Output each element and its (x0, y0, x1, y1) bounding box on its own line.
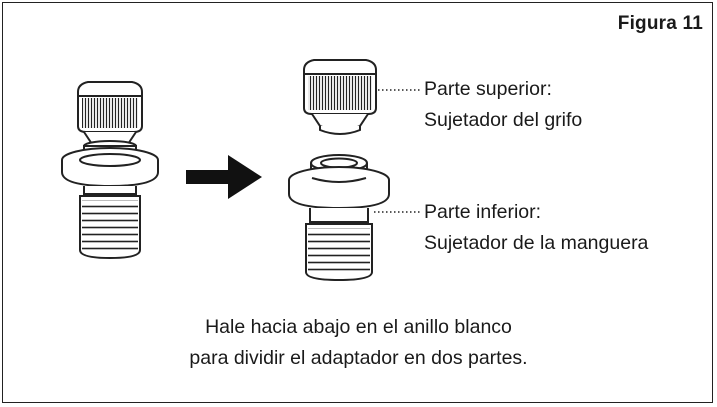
callout-top-line2: Sujetador del grifo (424, 109, 583, 131)
callout-bottom-line1: Parte inferior: (424, 201, 542, 223)
callout-bottom-part: Parte inferior: Sujetador de la manguera (424, 197, 648, 259)
caption-line2: para dividir el adaptador en dos partes. (189, 347, 528, 369)
caption-line1: Hale hacia abajo en el anillo blanco (205, 316, 512, 338)
hose-fastener-icon (288, 154, 390, 282)
figure-frame (2, 2, 713, 403)
callout-top-part: Parte superior: Sujetador del grifo (424, 74, 582, 136)
arrow-right-icon (186, 155, 262, 199)
callout-bottom-line2: Sujetador de la manguera (424, 232, 649, 254)
caption: Hale hacia abajo en el anillo blanco par… (0, 312, 717, 374)
assembled-adapter-icon (61, 81, 159, 260)
callout-top-line1: Parte superior: (424, 78, 552, 100)
faucet-fastener-icon (303, 59, 377, 135)
figure-label: Figura 11 (617, 13, 703, 34)
